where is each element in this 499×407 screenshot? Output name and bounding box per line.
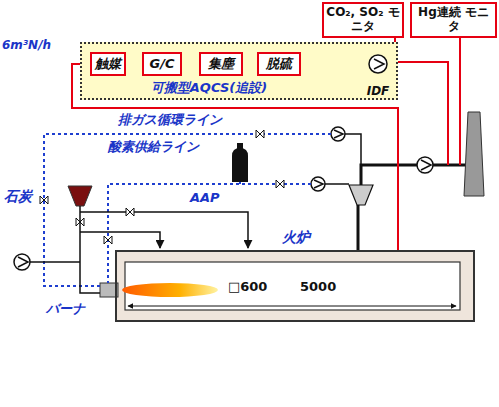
fans bbox=[14, 127, 433, 270]
fans bbox=[417, 157, 433, 173]
fan-symbol bbox=[369, 55, 387, 73]
valve-symbol bbox=[76, 218, 84, 226]
process-box: 触媒 bbox=[90, 52, 126, 76]
box-label: 集塵 bbox=[208, 57, 234, 72]
gas-sampling-lines bbox=[459, 38, 461, 165]
aqcs-unit-region: 触媒 G/C 集塵 脱硫 IDF 可搬型AQCS(追設) bbox=[80, 42, 398, 100]
fans bbox=[331, 127, 345, 141]
furnace-body bbox=[115, 250, 475, 322]
valve-symbol bbox=[256, 130, 264, 138]
coal-hopper bbox=[68, 186, 92, 206]
fans bbox=[314, 180, 323, 188]
stack bbox=[464, 112, 484, 196]
flue-duct bbox=[361, 165, 466, 185]
oxygen-cylinder bbox=[237, 143, 243, 149]
furnace-body bbox=[122, 283, 218, 297]
line-label: 酸素供給ライン bbox=[108, 140, 199, 155]
flue-duct bbox=[357, 205, 360, 250]
valve-symbol bbox=[276, 180, 284, 188]
fan-symbol bbox=[364, 46, 392, 76]
flue-duct bbox=[345, 134, 361, 165]
furnace-body bbox=[128, 306, 456, 307]
flue-duct bbox=[325, 134, 466, 250]
valve-symbol bbox=[126, 208, 134, 216]
fans bbox=[334, 130, 343, 138]
monitor-box: Hg連続 モニタ bbox=[410, 2, 497, 38]
region-title: 可搬型AQCS(追設) bbox=[151, 81, 267, 96]
flue-duct bbox=[325, 183, 349, 185]
fan-symbol bbox=[374, 59, 384, 69]
oxygen-cylinder bbox=[232, 148, 248, 182]
fans bbox=[421, 160, 431, 170]
valve-symbol bbox=[104, 236, 112, 244]
furnace-body bbox=[115, 250, 475, 322]
part-label: バーナ bbox=[46, 302, 85, 317]
air-lines bbox=[30, 261, 80, 263]
recirculation-dotted-lines bbox=[108, 184, 311, 283]
oxygen-cylinder bbox=[232, 143, 248, 182]
fans bbox=[18, 257, 28, 267]
monitor-box: CO₂, SO₂ モニタ bbox=[322, 2, 404, 38]
line-label: 排ガス循環ライン bbox=[118, 113, 222, 128]
recirculation-dotted-lines bbox=[44, 134, 331, 286]
air-lines bbox=[80, 232, 160, 248]
stack bbox=[464, 112, 484, 196]
process-box: 集塵 bbox=[199, 52, 243, 76]
box-label: Hg連続 モニタ bbox=[414, 6, 493, 34]
fans bbox=[311, 177, 325, 191]
coal-hopper bbox=[68, 186, 92, 206]
furnace-box: 火炉 bbox=[115, 250, 475, 322]
fans bbox=[14, 254, 30, 270]
box-label: 触媒 bbox=[95, 57, 121, 72]
part-label: 石炭 bbox=[4, 188, 32, 204]
box-label: G/C bbox=[150, 57, 175, 72]
dimension-label: 5000 bbox=[300, 280, 336, 295]
furnace-title: 火炉 bbox=[282, 229, 310, 245]
recirculation-dotted-lines bbox=[44, 134, 331, 286]
flow-rate-label: 6m³N/h bbox=[2, 39, 51, 53]
valve-symbols bbox=[40, 130, 284, 244]
dimension-label: □600 bbox=[228, 280, 267, 295]
box-label: IDF bbox=[367, 85, 390, 99]
process-box: G/C bbox=[142, 52, 182, 76]
box-label: CO₂, SO₂ モニタ bbox=[326, 6, 400, 34]
fan-box: IDF bbox=[364, 46, 392, 99]
box-label: 脱硫 bbox=[266, 57, 292, 72]
valve-symbol bbox=[40, 196, 48, 204]
air-lines bbox=[80, 212, 248, 248]
part-label: AAP bbox=[190, 191, 220, 206]
flue-duct bbox=[349, 185, 373, 205]
process-box: 脱硫 bbox=[257, 52, 301, 76]
recirculation-dotted-lines bbox=[239, 182, 241, 184]
